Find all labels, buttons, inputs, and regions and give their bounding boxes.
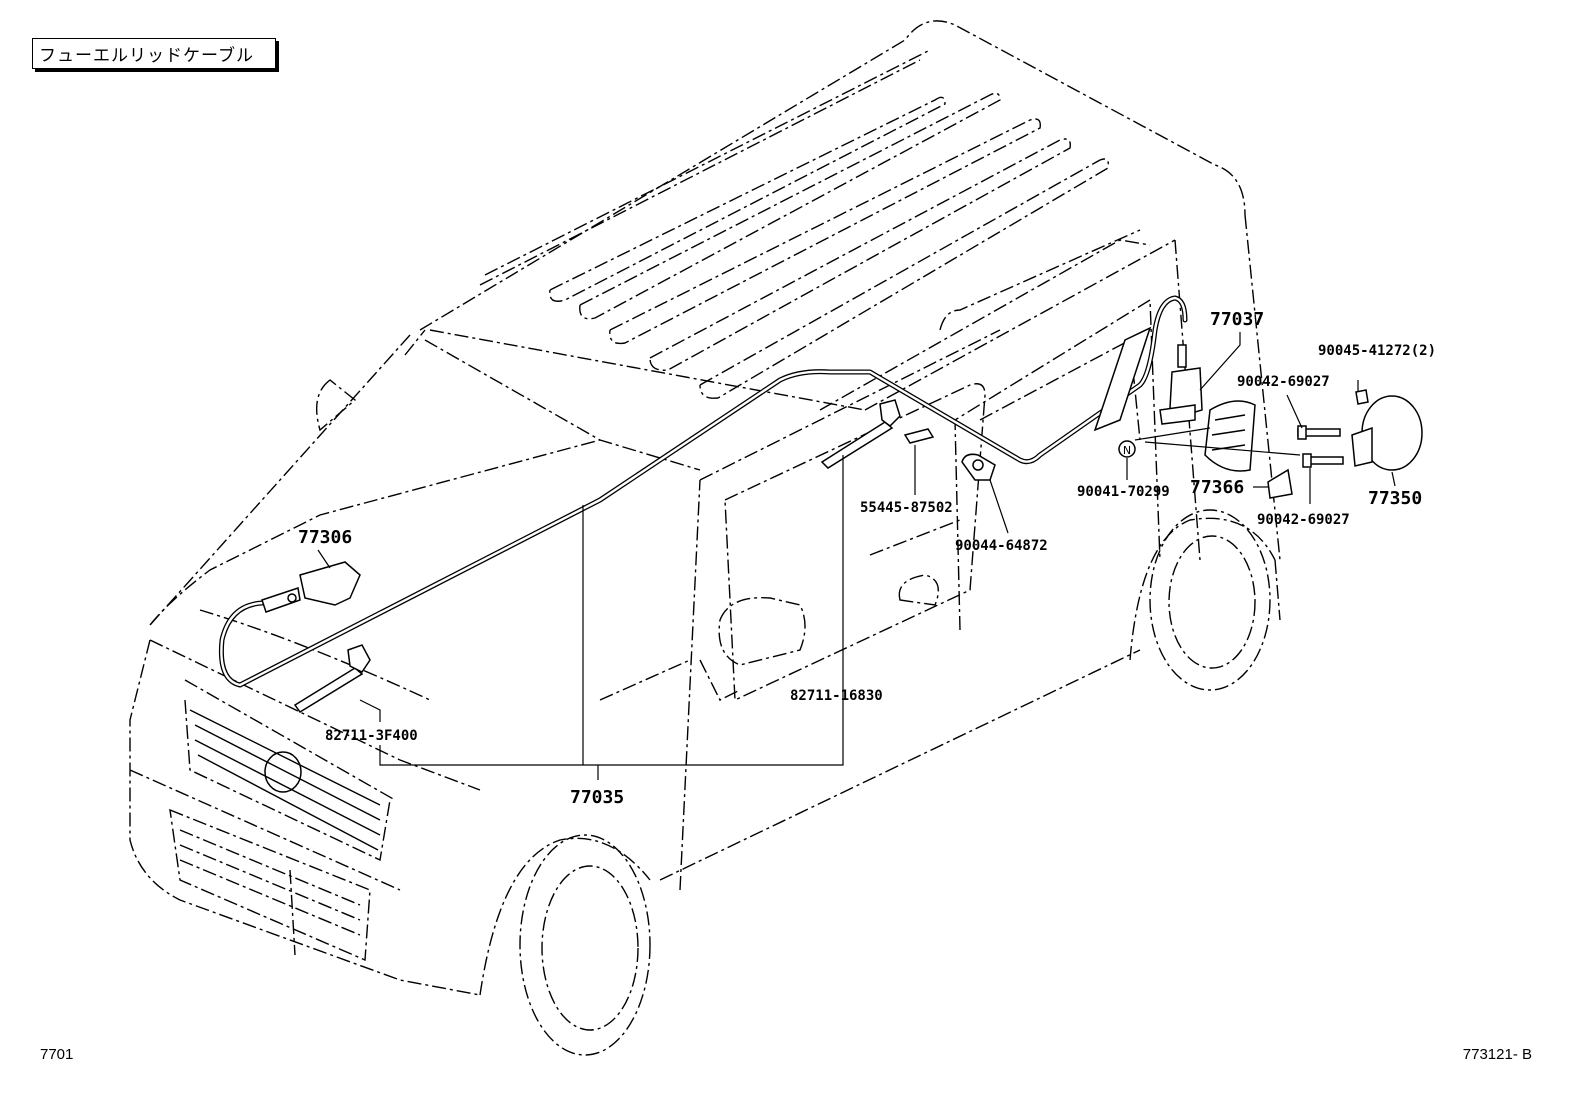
callout-labels: 77306 82711-3F400 82711-16830 77035 5544… bbox=[298, 309, 1436, 808]
callout-cable: 77035 bbox=[570, 787, 624, 808]
callout-nut: 90041-70299 bbox=[1077, 484, 1170, 500]
opener-lever-part bbox=[261, 561, 361, 613]
pad-part bbox=[903, 428, 935, 444]
leader-lines bbox=[317, 332, 1396, 780]
callout-fuel-lid: 77350 bbox=[1368, 488, 1422, 509]
fuel-lid-cable bbox=[218, 295, 1188, 688]
nut-marker: N bbox=[1118, 440, 1136, 458]
callout-screw: 90045-41272(2) bbox=[1318, 343, 1436, 359]
callout-clamp: 90044-64872 bbox=[955, 538, 1048, 554]
clip-middle-part bbox=[820, 399, 901, 469]
pin-upper-part bbox=[1297, 425, 1341, 440]
callout-pin-upper: 90042-69027 bbox=[1237, 374, 1330, 390]
clamp-part bbox=[961, 453, 996, 481]
callout-cushion: 77366 bbox=[1190, 477, 1244, 498]
callout-pad: 55445-87502 bbox=[860, 500, 953, 516]
footer-right-code: 773121- B bbox=[1462, 1046, 1532, 1063]
callout-opener-lever: 77306 bbox=[298, 527, 352, 548]
fuel-lid-part bbox=[1351, 395, 1423, 471]
callout-clip-middle: 82711-16830 bbox=[790, 688, 883, 704]
lock-assy-part bbox=[1159, 344, 1203, 425]
callout-pin-lower: 90042-69027 bbox=[1257, 512, 1350, 528]
pin-lower-part bbox=[1302, 453, 1344, 468]
svg-text:N: N bbox=[1123, 444, 1131, 457]
callout-clip-front: 82711-3F400 bbox=[325, 728, 418, 744]
callout-lock-assy: 77037 bbox=[1210, 309, 1264, 330]
cushion-part bbox=[1267, 468, 1293, 499]
screw-part bbox=[1355, 389, 1369, 405]
fuel-housing-part bbox=[1204, 400, 1256, 472]
diagram-title: フューエルリッドケーブル bbox=[32, 38, 276, 69]
footer-left-code: 7701 bbox=[40, 1046, 74, 1063]
clip-front-part bbox=[293, 644, 371, 714]
